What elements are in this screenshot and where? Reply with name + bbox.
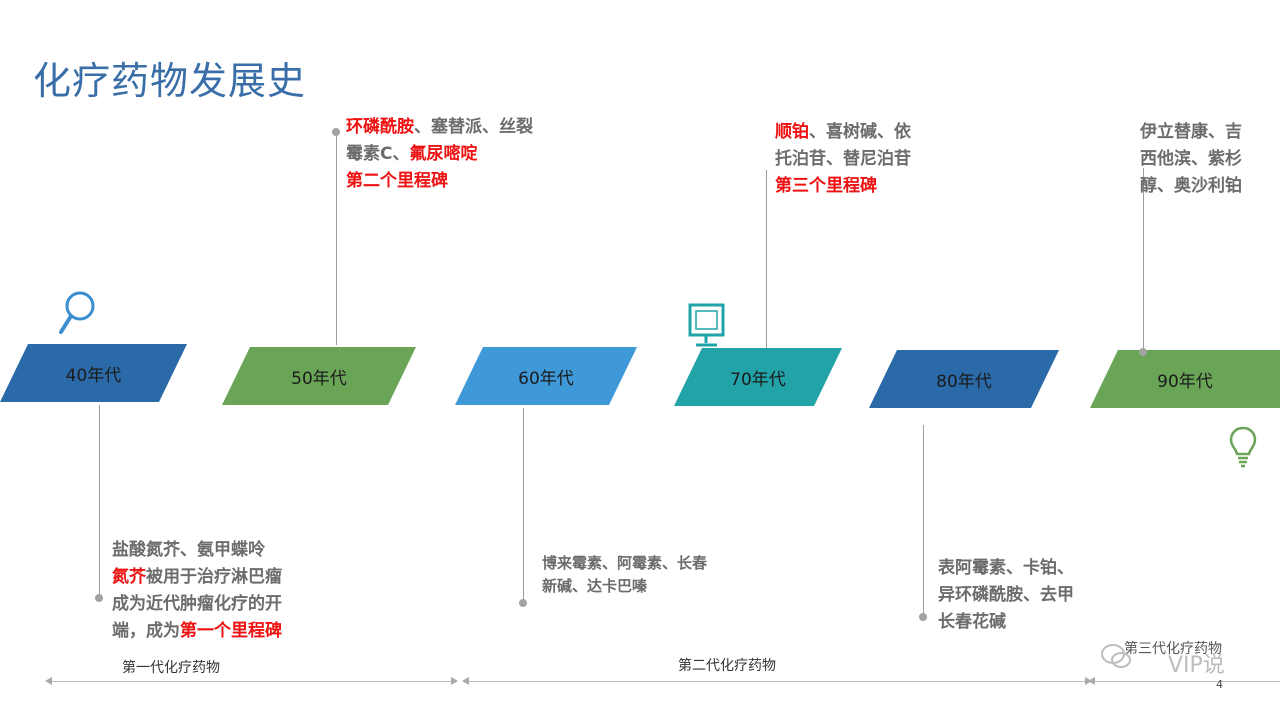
connector-70s xyxy=(766,170,767,348)
note-50s-line2: 霉素C、氟尿嘧啶 xyxy=(346,141,533,168)
note-40s-line1: 盐酸氮芥、氨甲蝶呤 xyxy=(112,540,265,560)
note-40s-highlight-drug: 氮芥 xyxy=(112,567,146,587)
era-second-label: 第二代化疗药物 xyxy=(678,658,776,674)
decade-90s: 90年代 xyxy=(1090,350,1280,408)
note-40s-line2-text: 被用于治疗淋巴瘤 xyxy=(146,567,282,587)
connector-dot-80s xyxy=(919,613,927,621)
connector-50s xyxy=(336,132,337,345)
connector-90s xyxy=(1143,168,1144,352)
monitor-icon xyxy=(688,303,725,347)
note-40s: 盐酸氮芥、氨甲蝶呤 氮芥被用于治疗淋巴瘤 成为近代肿瘤化疗的开 端，成为第一个里… xyxy=(112,537,282,645)
note-60s: 博来霉素、阿霉素、长春 新碱、达卡巴嗪 xyxy=(542,552,707,598)
note-70s-milestone: 第三个里程碑 xyxy=(775,176,877,196)
note-90s: 伊立替康、吉 西他滨、紫杉 醇、奥沙利铂 xyxy=(1140,119,1242,200)
decade-90s-label: 90年代 xyxy=(1157,371,1213,392)
note-70s-line1: 顺铂、喜树碱、依 xyxy=(775,119,911,146)
note-40s-line2: 氮芥被用于治疗淋巴瘤 xyxy=(112,564,282,591)
connector-dot-60s xyxy=(519,599,527,607)
decade-60s-shape xyxy=(455,347,637,405)
connector-60s xyxy=(523,408,524,603)
page-number: 4 xyxy=(1216,678,1223,691)
wechat-icon xyxy=(1101,644,1131,668)
note-80s: 表阿霉素、卡铂、 异环磷酰胺、去甲 长春花碱 xyxy=(938,555,1074,636)
note-70s-line1-text: 、喜树碱、依 xyxy=(809,122,911,142)
decade-50s: 50年代 xyxy=(222,347,416,405)
connector-dot-90s xyxy=(1139,348,1147,356)
connector-dot-40s xyxy=(95,594,103,602)
decade-40s: 40年代 xyxy=(0,344,187,402)
lightbulb-icon xyxy=(1229,426,1257,468)
decade-90s-shape xyxy=(1090,350,1280,408)
note-90s-line2: 西他滨、紫杉 xyxy=(1140,149,1242,169)
decade-40s-shape xyxy=(0,344,187,402)
magnifier-icon xyxy=(59,291,95,334)
decade-60s: 60年代 xyxy=(455,347,637,405)
decade-50s-shape xyxy=(222,347,416,405)
decade-40s-label: 40年代 xyxy=(65,365,122,386)
decade-70s: 70年代 xyxy=(674,348,842,406)
decade-70s-label: 70年代 xyxy=(730,369,786,390)
watermark-text: VIP说 xyxy=(1168,653,1225,678)
note-80s-line1: 表阿霉素、卡铂、 xyxy=(938,558,1074,578)
decade-80s-shape xyxy=(869,350,1059,408)
connector-80s xyxy=(923,425,924,618)
note-70s-highlight-drug: 顺铂 xyxy=(775,122,809,142)
note-40s-line3: 成为近代肿瘤化疗的开 xyxy=(112,594,282,614)
note-70s: 顺铂、喜树碱、依 托泊苷、替尼泊苷 第三个里程碑 xyxy=(775,119,911,200)
note-50s-highlight-drug2: 氟尿嘧啶 xyxy=(409,144,478,164)
decade-80s-label: 80年代 xyxy=(936,371,992,392)
note-90s-line1: 伊立替康、吉 xyxy=(1140,122,1242,142)
note-50s-highlight-drug1: 环磷酰胺 xyxy=(346,117,414,137)
note-40s-milestone: 第一个里程碑 xyxy=(180,621,282,641)
note-90s-line3: 醇、奥沙利铂 xyxy=(1140,176,1242,196)
note-50s-milestone: 第二个里程碑 xyxy=(346,171,448,191)
connector-40s xyxy=(99,405,100,597)
decade-50s-label: 50年代 xyxy=(291,368,347,389)
note-60s-line1: 博来霉素、阿霉素、长春 xyxy=(542,554,708,572)
note-60s-line2: 新碱、达卡巴嗪 xyxy=(542,577,648,595)
note-50s-line1: 环磷酰胺、塞替派、丝裂 xyxy=(346,114,533,141)
note-80s-line3: 长春花碱 xyxy=(938,612,1006,632)
note-40s-line4-text: 端，成为 xyxy=(112,621,180,641)
note-80s-line2: 异环磷酰胺、去甲 xyxy=(938,585,1074,605)
era-third-label: 第三代化疗药物 xyxy=(1124,641,1222,657)
note-40s-line4: 端，成为第一个里程碑 xyxy=(112,618,282,645)
era-first-label: 第一代化疗药物 xyxy=(122,660,220,676)
note-50s-line1-text: 、塞替派、丝裂 xyxy=(414,117,533,137)
decade-70s-shape xyxy=(674,348,842,406)
note-50s: 环磷酰胺、塞替派、丝裂 霉素C、氟尿嘧啶 第二个里程碑 xyxy=(346,114,533,195)
connector-dot-50s xyxy=(332,128,340,136)
page-title: 化疗药物发展史 xyxy=(33,59,307,103)
note-50s-line2-text: 霉素C、 xyxy=(346,144,410,164)
decade-80s: 80年代 xyxy=(869,350,1059,408)
decade-60s-label: 60年代 xyxy=(518,368,574,389)
note-70s-line2: 托泊苷、替尼泊苷 xyxy=(775,149,911,169)
